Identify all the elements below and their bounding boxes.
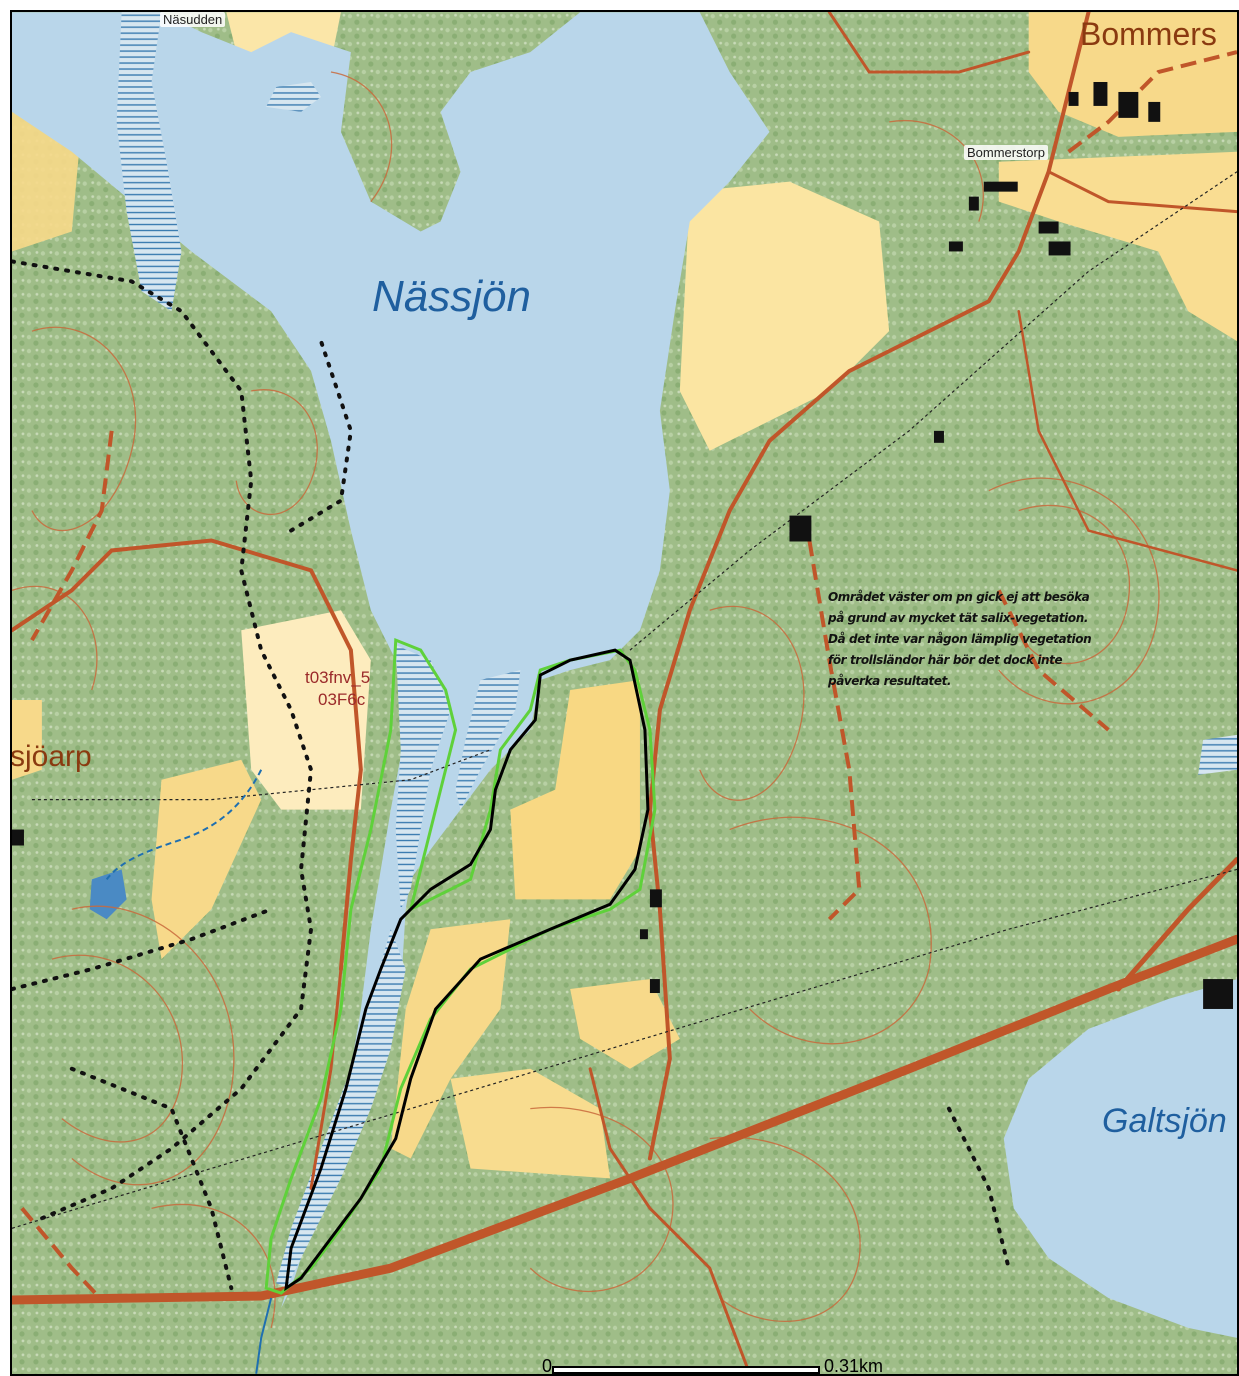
building-14 — [649, 979, 660, 994]
dotted-paths — [12, 259, 1011, 1291]
building-15 — [12, 829, 24, 846]
road-east-lower — [1017, 310, 1237, 572]
place-label-nasudden: Näsudden — [160, 12, 226, 27]
contour-11 — [151, 1203, 276, 1329]
dotted-path-3 — [69, 1066, 234, 1291]
annotation-line: Då det inte var någon lämplig vegetation — [828, 632, 1092, 646]
building-8 — [1048, 241, 1071, 256]
contour-8 — [889, 119, 984, 222]
field-west-strip — [151, 759, 262, 960]
contour-7 — [1018, 504, 1131, 665]
road-west — [12, 538, 363, 972]
contour-4 — [699, 605, 805, 801]
stream — [105, 769, 263, 880]
building-10 — [789, 515, 812, 542]
field-south-c — [570, 979, 680, 1069]
track-east-2 — [996, 589, 1110, 732]
survey-route — [284, 648, 650, 1292]
place-label-sjoarp: sjöarp — [10, 740, 92, 773]
power-lines — [12, 171, 1237, 1229]
pond-north — [266, 81, 321, 112]
place-label-bommers: Bommers — [1080, 16, 1217, 52]
road-west-2 — [309, 967, 343, 1190]
field-south-a — [390, 919, 511, 1159]
contour-3 — [51, 954, 184, 1143]
site-code-label-2: 03F6c — [318, 690, 366, 709]
power-line-south — [12, 868, 1237, 1229]
wetland-peninsula — [395, 645, 451, 910]
building-5 — [983, 181, 1018, 192]
contour-5 — [729, 816, 932, 1045]
road-ne — [1047, 170, 1237, 214]
power-line-west — [31, 749, 491, 801]
water-bodies — [12, 12, 1237, 1338]
map-frame[interactable]: Nässjön Galtsjön Bommers sjöarp Näsudden… — [10, 10, 1239, 1376]
highway-branch — [1115, 856, 1237, 992]
building-11 — [933, 430, 944, 443]
scale-bar-graphic — [552, 1366, 820, 1374]
track-east — [807, 540, 862, 921]
dotted-path-4 — [289, 339, 353, 533]
building-9 — [948, 241, 963, 252]
dotted-path-west — [12, 259, 314, 1221]
building-2 — [1118, 91, 1139, 118]
scale-bar: 0 0.31km — [542, 1356, 922, 1374]
building-3 — [1148, 101, 1161, 122]
contour-2 — [71, 905, 235, 1186]
contour-9 — [235, 389, 318, 516]
survey-annotation: Området väster om pn gick ej att besöka … — [828, 587, 1148, 692]
field-centre — [510, 680, 640, 900]
road-south — [588, 1067, 752, 1374]
building-7 — [1038, 221, 1059, 234]
wetland-west-shore — [116, 12, 182, 312]
study-area-outline — [264, 638, 657, 1295]
dotted-path-5 — [946, 1106, 1011, 1271]
road-ne-top — [827, 12, 1031, 74]
field-ne-mid — [998, 151, 1237, 342]
building-4 — [1068, 91, 1079, 106]
field-west-lake — [241, 610, 371, 810]
building-16 — [1203, 979, 1234, 1009]
scale-start-label: 0 — [542, 1356, 553, 1376]
lake-galtsjon — [1003, 979, 1237, 1338]
annotation-line: Området väster om pn gick ej att besöka — [828, 590, 1090, 604]
contour-13 — [330, 71, 393, 203]
annotation-line: för trollsländor här bör det dock inte — [828, 653, 1063, 667]
track-south-west — [20, 1207, 104, 1302]
buildings — [12, 81, 1234, 1009]
building-13 — [639, 929, 648, 940]
stream-2 — [255, 1297, 273, 1374]
contour-12 — [709, 1136, 861, 1322]
roads — [12, 12, 1237, 1374]
place-label-bommerstorp: Bommerstorp — [964, 145, 1049, 160]
site-code-label-1: t03fnv_5 — [305, 668, 371, 687]
field-south-b — [450, 1068, 611, 1179]
contour-14 — [12, 585, 98, 691]
building-1 — [1093, 81, 1108, 106]
scale-end-label: 0.31km — [824, 1356, 884, 1376]
dotted-path-2 — [12, 907, 274, 992]
contour-1 — [31, 326, 137, 532]
lake-label-galtsjon: Galtsjön — [1102, 1102, 1227, 1140]
building-6 — [968, 196, 979, 211]
wetland-east — [1198, 734, 1237, 775]
wetland-islet — [455, 670, 521, 810]
map-canvas[interactable] — [12, 12, 1237, 1374]
annotation-line: påverka resultatet. — [828, 674, 952, 688]
annotation-line: på grund av mycket tät salix-vegetation. — [828, 611, 1089, 625]
field-west-edge — [12, 699, 42, 780]
lake-nassjon — [12, 12, 770, 1308]
lake-label-nassjon: Nässjön — [372, 272, 531, 321]
building-12 — [649, 889, 662, 908]
power-line-ne — [629, 171, 1237, 651]
